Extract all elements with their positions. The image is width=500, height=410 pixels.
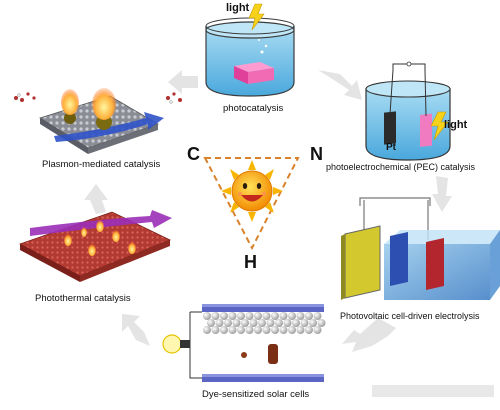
nanoparticle	[292, 319, 300, 327]
nanoparticle	[262, 312, 271, 320]
triangle-letter-n: N	[310, 144, 323, 164]
photocatalysis-illustration	[205, 3, 295, 97]
nanoparticle	[245, 312, 254, 320]
nanoparticle	[271, 312, 279, 320]
photothermal-label: Photothermal catalysis	[35, 293, 131, 304]
pv-electrolysis-illustration	[341, 197, 500, 300]
nanoparticle	[305, 312, 313, 320]
nanoparticle	[313, 326, 322, 334]
nanoparticle	[296, 312, 305, 320]
nanoparticle	[211, 326, 220, 334]
dssc-label: Dye-sensitized solar cells	[202, 389, 310, 400]
lightning-icon	[430, 111, 449, 141]
nanoparticle	[254, 326, 262, 334]
nanoparticle	[207, 319, 215, 327]
flow-arrow-6	[84, 184, 108, 214]
nanoparticle	[279, 312, 288, 320]
nanoparticle	[288, 326, 296, 334]
nanoparticle	[266, 319, 275, 327]
nanoparticle	[305, 326, 313, 334]
pec-illustration	[365, 61, 451, 161]
light-label-pec: light	[444, 119, 468, 131]
bulb-icon	[162, 334, 182, 354]
flow-arrow-5	[122, 314, 150, 346]
nanoparticle	[203, 326, 211, 334]
photocatalysis-label: photocatalysis	[223, 103, 284, 114]
nanoparticle	[254, 312, 262, 320]
nanoparticle	[224, 319, 232, 327]
nanoparticle	[228, 312, 237, 320]
lightning-icon	[248, 3, 265, 31]
nanoparticle	[237, 312, 245, 320]
chnx-triangle	[203, 157, 300, 251]
light-label-top: light	[226, 2, 250, 14]
nanoparticle	[220, 326, 228, 334]
watermark	[372, 385, 494, 397]
nanoparticle	[232, 319, 241, 327]
triangle-letter-c: C	[187, 144, 200, 164]
nanoparticle	[211, 312, 220, 320]
pv-label: Photovoltaic cell-driven electrolysis	[340, 311, 480, 321]
nanoparticle	[283, 319, 292, 327]
nanoparticle	[262, 326, 271, 334]
photothermal-illustration	[19, 210, 172, 282]
pec-label: photoelectrochemical (PEC) catalysis	[326, 162, 476, 172]
nanoparticle	[258, 319, 266, 327]
dssc-illustration	[162, 304, 326, 382]
nanoparticle	[215, 319, 224, 327]
nanoparticle	[317, 319, 326, 327]
nanoparticle	[220, 312, 228, 320]
nanoparticle	[237, 326, 245, 334]
plasmon-label: Plasmon-mediated catalysis	[42, 159, 161, 170]
nanoparticle	[313, 312, 322, 320]
nanoparticle	[300, 319, 309, 327]
pt-label: Pt	[386, 142, 396, 153]
nanoparticle	[241, 319, 249, 327]
nanoparticle-layer	[203, 312, 326, 334]
nanoparticle	[271, 326, 279, 334]
nanoparticle	[249, 319, 258, 327]
sun-icon	[221, 160, 283, 222]
triangle-letter-h: H	[244, 252, 257, 272]
nanoparticle	[245, 326, 254, 334]
nanoparticle	[275, 319, 283, 327]
plasmon-illustration	[14, 88, 182, 154]
flow-arrow-4	[342, 318, 396, 352]
nanoparticle	[296, 326, 305, 334]
flow-arrow-1	[168, 70, 198, 94]
flow-arrow-2	[318, 70, 362, 100]
nanoparticle	[228, 326, 237, 334]
nanoparticle	[279, 326, 288, 334]
nanoparticle	[288, 312, 296, 320]
nanoparticle	[203, 312, 211, 320]
flow-arrow-3	[432, 176, 452, 212]
nanoparticle	[309, 319, 317, 327]
flow-arrows	[84, 70, 452, 352]
